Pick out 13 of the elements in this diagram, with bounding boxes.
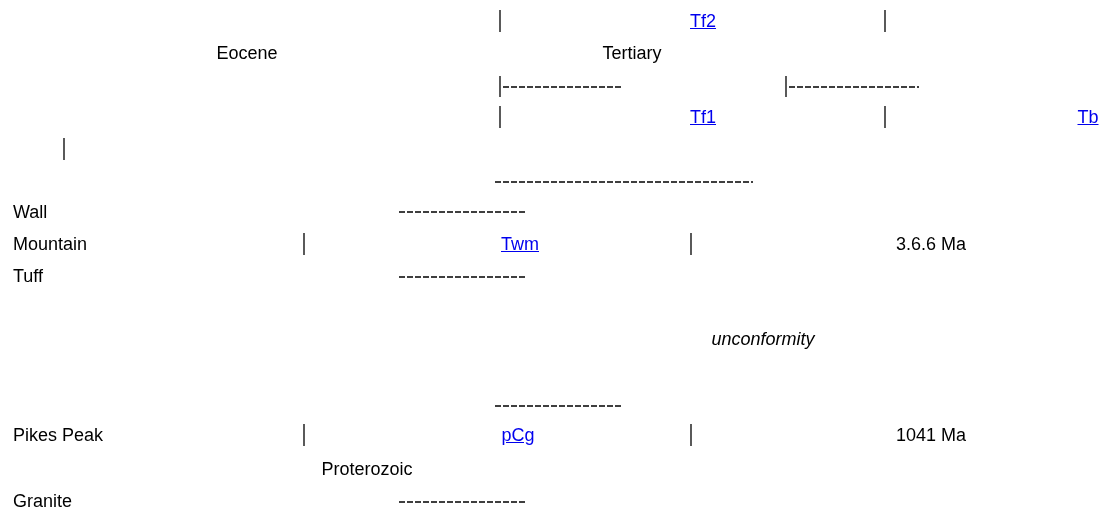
unit-link: pCg [501, 424, 535, 446]
unit-link: Tb [1077, 106, 1099, 128]
text-label: Tertiary [602, 42, 662, 64]
unit-link: Twm [501, 233, 539, 255]
text-label: Proterozoic [321, 458, 413, 480]
text-label: 1041 Ma [896, 424, 967, 446]
text-label: unconformity [711, 328, 815, 350]
text-label: 3.6.6 Ma [896, 233, 967, 255]
unit-link: Tf1 [690, 106, 716, 128]
text-label: Eocene [216, 42, 278, 64]
text-label: Wall Mountain Tuff [13, 201, 89, 288]
text-label: Pikes Peak Granite [13, 424, 105, 513]
unit-link: Tf2 [690, 10, 716, 32]
